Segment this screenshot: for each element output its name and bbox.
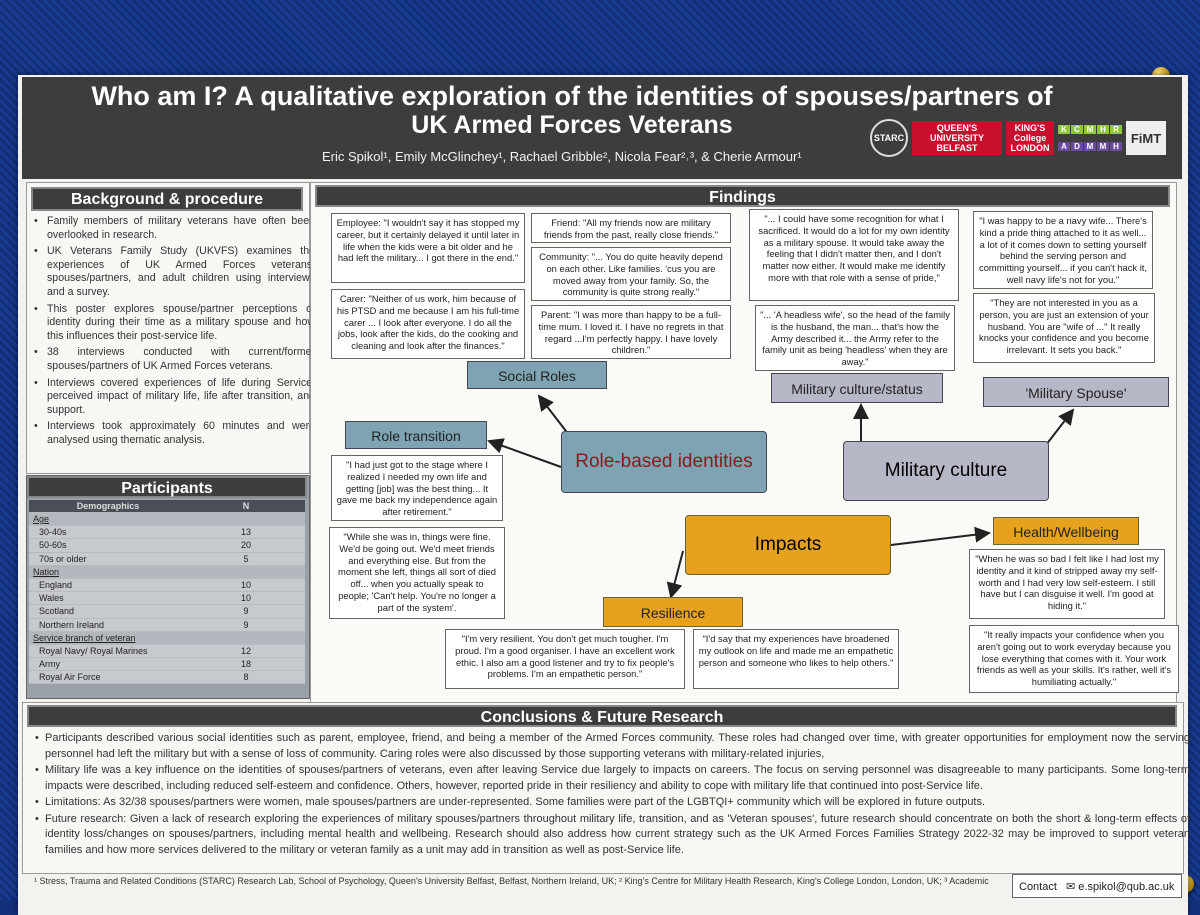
table-header: Demographics: [29, 500, 187, 513]
quote-recognition: "... I could have some recognition for w…: [749, 209, 959, 301]
mail-icon: ✉: [1065, 881, 1076, 893]
quote-employee: Employee: "I wouldn't say it has stopped…: [331, 213, 525, 283]
background-list: Family members of military veterans have…: [33, 215, 315, 451]
quote-resilient: "I'm very resilient. You don't get much …: [445, 629, 685, 689]
theme-military-spouse: 'Military Spouse': [983, 377, 1169, 407]
list-item: Interviews took approximately 60 minutes…: [34, 420, 315, 447]
list-item: Limitations: As 32/38 spouses/partners w…: [35, 795, 1190, 811]
kcl-logo: KING'S College LONDON: [1006, 121, 1054, 155]
poster: Who am I? A qualitative exploration of t…: [18, 75, 1190, 915]
list-item: Family members of military veterans have…: [34, 215, 315, 242]
list-item: Participants described various social id…: [35, 731, 1190, 762]
theme-role-transition: Role transition: [345, 421, 487, 449]
qub-logo: QUEEN'S UNIVERSITY BELFAST: [912, 121, 1002, 155]
theme-impacts: Impacts: [685, 515, 891, 575]
quote-independence: "I had just got to the stage where I rea…: [331, 455, 503, 521]
background-heading: Background & procedure: [31, 187, 303, 211]
list-item: Military life was a key influence on the…: [35, 763, 1190, 794]
findings-panel: Findings Employee: "I wouldn't say it ha…: [310, 182, 1179, 704]
fimt-logo: FiMT: [1126, 121, 1166, 155]
participants-heading: Participants: [27, 476, 307, 498]
arrow: [537, 394, 570, 436]
conclusions-list: Participants described various social id…: [33, 731, 1190, 859]
conclusions-heading: Conclusions & Future Research: [27, 705, 1177, 727]
arrow: [890, 526, 991, 546]
poster-title-line2: UK Armed Forces Veterans: [411, 111, 733, 139]
quote-navy: "I was happy to be a navy wife... There'…: [973, 211, 1153, 289]
table-group: Nation: [29, 565, 305, 579]
findings-heading: Findings: [315, 185, 1170, 207]
list-item: 38 interviews conducted with current/for…: [34, 346, 315, 373]
poster-title-line1: Who am I? A qualitative exploration of t…: [91, 81, 1053, 111]
list-item: Future research: Given a lack of researc…: [35, 812, 1190, 859]
theme-health-wellbeing: Health/Wellbeing: [993, 517, 1139, 545]
starc-logo: STARC: [870, 119, 908, 157]
table-header: N: [187, 500, 305, 513]
quote-headless: "... 'A headless wife', so the head of t…: [755, 305, 955, 371]
contact-email[interactable]: e.spikol@qub.ac.uk: [1078, 881, 1175, 893]
poster-header: Who am I? A qualitative exploration of t…: [22, 77, 1182, 179]
footnote: ¹ Stress, Trauma and Related Conditions …: [34, 876, 989, 886]
contact-label: Contact: [1019, 881, 1057, 893]
quote-broadened: "I'd say that my experiences have broade…: [693, 629, 899, 689]
table-group: Age: [29, 512, 305, 527]
quote-community: Community: "... You do quite heavily dep…: [531, 247, 731, 301]
table-group: Service branch of veteran: [29, 631, 305, 645]
authors: Eric Spikol¹, Emily McGlinchey¹, Rachael…: [322, 149, 802, 164]
kcmhr-logo: K C M H R A D M M H: [1058, 121, 1122, 155]
list-item: UK Veterans Family Study (UKVFS) examine…: [34, 245, 315, 299]
quote-interested: "They are not interested in you as a per…: [973, 293, 1155, 363]
quote-friend: Friend: "All my friends now are military…: [531, 213, 731, 243]
list-item: Interviews covered experiences of life d…: [34, 377, 315, 418]
background-panel: Background & procedure Family members of…: [26, 182, 315, 474]
logos: STARC QUEEN'S UNIVERSITY BELFAST KING'S …: [870, 119, 1166, 157]
quote-selfworth: "When he was so bad I felt like I had lo…: [969, 549, 1165, 619]
quote-carer: Carer: "Neither of us work, him because …: [331, 289, 525, 359]
quote-service: "While she was in, things were fine. We'…: [329, 527, 505, 619]
theme-social-roles: Social Roles: [467, 361, 607, 389]
quote-confidence: "It really impacts your confidence when …: [969, 625, 1179, 693]
contact-box: Contact ✉ e.spikol@qub.ac.uk: [1012, 874, 1182, 898]
theme-resilience: Resilience: [603, 597, 743, 627]
conclusions-panel: Conclusions & Future Research Participan…: [22, 702, 1190, 874]
theme-role-based-identities: Role-based identities: [561, 431, 767, 493]
arrow: [666, 550, 684, 599]
quote-parent: Parent: "I was more than happy to be a f…: [531, 305, 731, 359]
list-item: This poster explores spouse/partner perc…: [34, 303, 315, 344]
arrow: [1045, 408, 1075, 446]
theme-military-status: Military culture/status: [771, 373, 943, 403]
theme-military-culture: Military culture: [843, 441, 1049, 501]
